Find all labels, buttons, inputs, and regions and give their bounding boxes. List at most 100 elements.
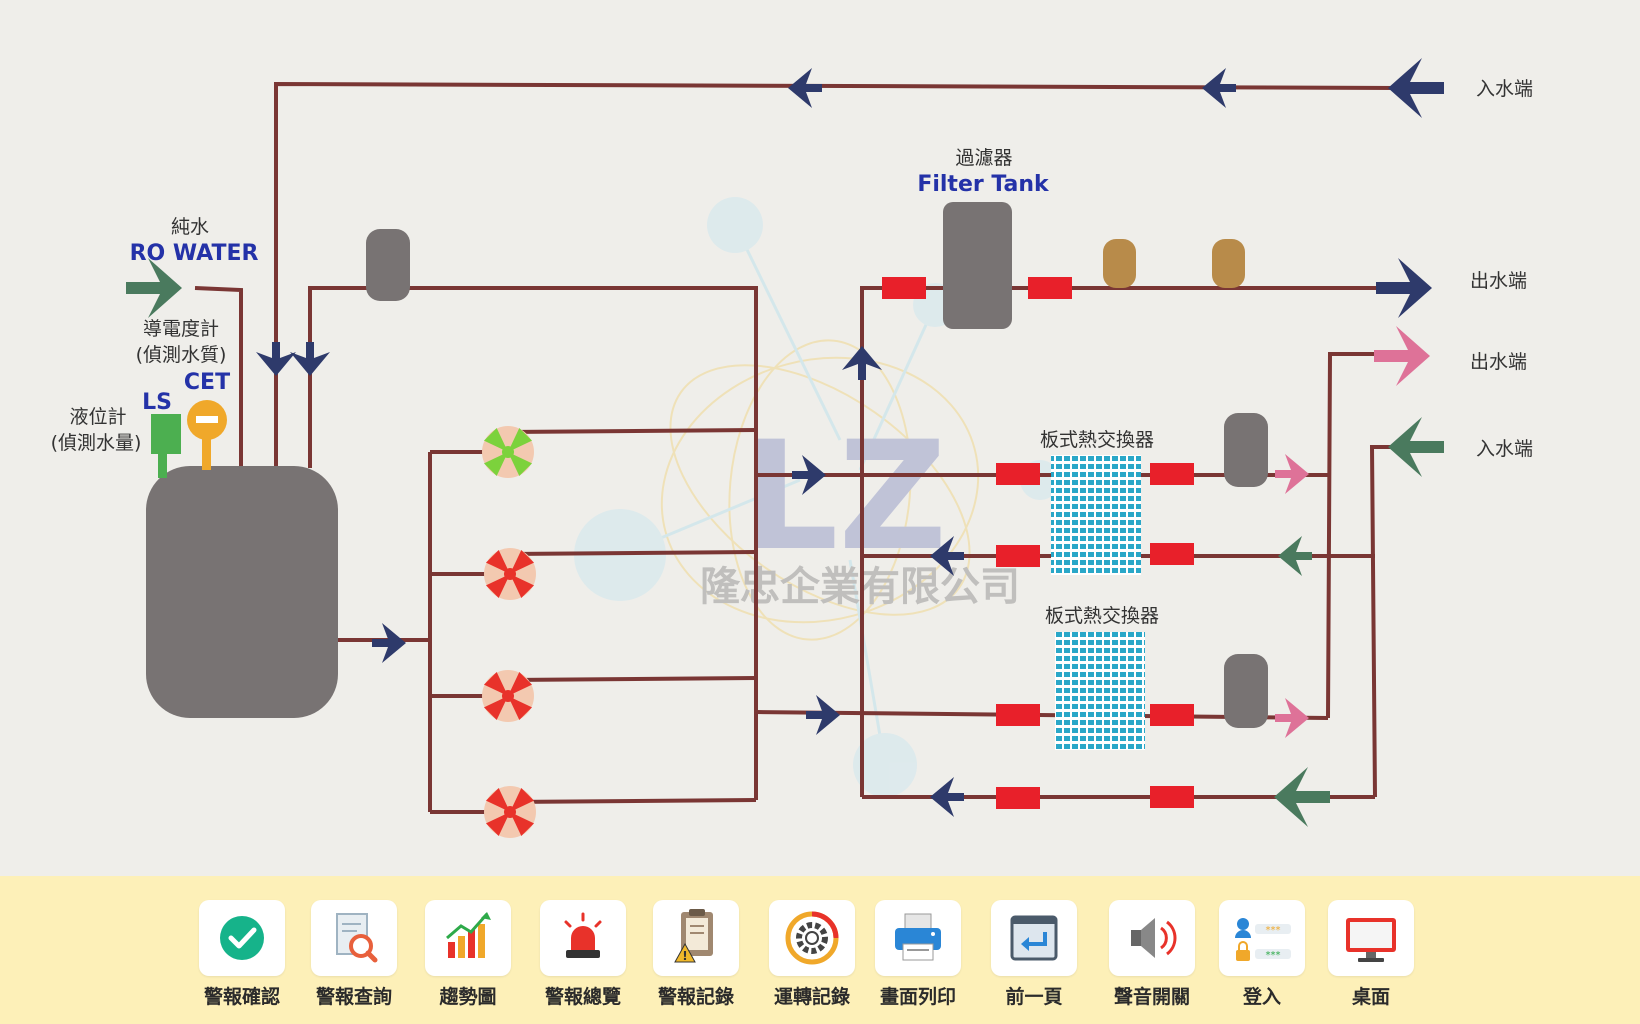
- pump-group: [482, 426, 536, 838]
- toolbar-label: 警報記錄: [657, 986, 734, 1008]
- flow-arrow-right: [1275, 698, 1309, 738]
- valve-filter-out: [1028, 277, 1072, 299]
- label-pure-water-cn: 純水: [171, 216, 209, 238]
- bottom-toolbar: 警報確認 警報查詢 趨勢圖 警報總覽 ! 警報記錄 運轉記錄 畫面: [0, 876, 1640, 1024]
- pump-3-stopped[interactable]: [482, 670, 534, 722]
- toolbar-label: 登入: [1242, 986, 1281, 1008]
- flow-arrow-right: [1275, 454, 1309, 494]
- pump-4-stopped[interactable]: [484, 786, 536, 838]
- label-hx-1: 板式熱交換器: [1040, 429, 1154, 451]
- printer-icon: [875, 900, 961, 976]
- warning-clipboard-icon: !: [653, 900, 739, 976]
- toolbar-label: 聲音開關: [1113, 986, 1190, 1008]
- valve-hx2-supply-in: [996, 704, 1040, 726]
- flow-arrows: [126, 58, 1444, 827]
- flow-arrow-left: [930, 777, 964, 817]
- level-sensor: [151, 414, 181, 478]
- svg-text:***: ***: [1266, 950, 1281, 961]
- sound-toggle-button[interactable]: 聲音開關: [1108, 900, 1196, 1009]
- toolbar-label: 前一頁: [1005, 986, 1063, 1008]
- desktop-button[interactable]: 桌面: [1327, 900, 1415, 1009]
- buffer-tank: [366, 229, 410, 301]
- label-outlet-2: 出水端: [1470, 351, 1527, 373]
- alarm-query-button[interactable]: 警報查詢: [310, 900, 398, 1009]
- valve-hx2-supply-out: [1150, 704, 1194, 726]
- flow-arrow-up: [842, 346, 882, 380]
- alarm-siren-icon: [540, 900, 626, 976]
- flow-arrow-right: [126, 258, 182, 318]
- label-level-sub: (偵測水量): [51, 432, 142, 454]
- label-ls: LS: [142, 390, 172, 415]
- operation-log-button[interactable]: 運轉記錄: [768, 900, 856, 1009]
- valve-hx1-supply-out: [1150, 463, 1194, 485]
- valves: [882, 277, 1194, 809]
- watermark: LZ 隆忠企業有限公司: [574, 197, 1060, 797]
- valve-hx1-return-in: [996, 545, 1040, 567]
- expansion-tank-2: [1224, 654, 1268, 728]
- trend-chart-button[interactable]: 趨勢圖: [424, 900, 512, 1009]
- label-outlet-1: 出水端: [1470, 270, 1527, 292]
- flow-arrow-left: [1202, 68, 1236, 108]
- alarm-overview-button[interactable]: 警報總覽: [539, 900, 627, 1009]
- toolbar-label: 警報總覽: [544, 986, 621, 1008]
- speaker-icon: [1109, 900, 1195, 976]
- heat-exchanger-1: [1051, 455, 1141, 575]
- main-storage-tank: [146, 466, 338, 718]
- flow-arrow-right: [1376, 258, 1432, 318]
- label-inlet-top: 入水端: [1476, 78, 1533, 100]
- cartridge-filter-2: [1212, 239, 1245, 288]
- toolbar-label: 運轉記錄: [773, 986, 850, 1008]
- label-inlet-right: 入水端: [1476, 438, 1533, 460]
- flow-arrow-down: [290, 342, 330, 376]
- valve-hx2-return-in: [996, 787, 1040, 809]
- label-hx-2: 板式熱交換器: [1045, 605, 1159, 627]
- desktop-icon: [1328, 900, 1414, 976]
- valve-hx2-return-out: [1150, 786, 1194, 808]
- alarm-log-button[interactable]: ! 警報記錄: [652, 900, 740, 1009]
- label-level: 液位計: [69, 406, 126, 428]
- print-screen-button[interactable]: 畫面列印: [874, 900, 962, 1009]
- flow-arrow-left: [1274, 767, 1330, 827]
- label-cet: CET: [184, 370, 230, 395]
- pump-1-running[interactable]: [482, 426, 534, 478]
- svg-text:!: !: [682, 949, 687, 963]
- valve-filter-in: [882, 277, 926, 299]
- back-icon: [991, 900, 1077, 976]
- toolbar-label: 警報確認: [203, 986, 280, 1008]
- pump-2-stopped[interactable]: [484, 548, 536, 600]
- valve-hx1-return-out: [1150, 543, 1194, 565]
- conductivity-sensor: [187, 400, 227, 470]
- alarm-acknowledge-button[interactable]: 警報確認: [198, 900, 286, 1009]
- toolbar-label: 趨勢圖: [439, 986, 497, 1008]
- label-conductivity-sub: (偵測水質): [136, 344, 227, 366]
- flow-arrow-down: [256, 342, 296, 376]
- flow-arrow-left: [1388, 417, 1444, 477]
- cartridge-filter-1: [1103, 239, 1136, 288]
- flow-arrow-left: [1278, 536, 1312, 576]
- filter-tank: [943, 202, 1012, 329]
- label-filter-cn: 過濾器: [955, 147, 1012, 169]
- gear-icon: [769, 900, 855, 976]
- flow-arrow-left: [1388, 58, 1444, 118]
- toolbar-label: 桌面: [1351, 986, 1390, 1008]
- search-document-icon: [311, 900, 397, 976]
- heat-exchanger-2: [1055, 632, 1145, 750]
- flow-arrow-right: [372, 623, 406, 663]
- flow-arrow-right: [806, 695, 840, 735]
- flow-arrow-right: [1374, 326, 1430, 386]
- login-button[interactable]: *** *** 登入: [1218, 900, 1306, 1009]
- svg-text:***: ***: [1266, 925, 1281, 936]
- flow-arrow-left: [930, 536, 964, 576]
- check-circle-icon: [199, 900, 285, 976]
- flow-arrow-right: [792, 455, 826, 495]
- login-icon: *** ***: [1219, 900, 1305, 976]
- label-conductivity: 導電度計: [143, 318, 219, 340]
- label-filter-en: Filter Tank: [917, 172, 1050, 197]
- valve-hx1-supply-in: [996, 463, 1040, 485]
- toolbar-label: 畫面列印: [879, 986, 956, 1008]
- toolbar-label: 警報查詢: [315, 986, 392, 1008]
- trend-chart-icon: [425, 900, 511, 976]
- previous-page-button[interactable]: 前一頁: [990, 900, 1078, 1009]
- label-pure-water-en: RO WATER: [130, 241, 259, 266]
